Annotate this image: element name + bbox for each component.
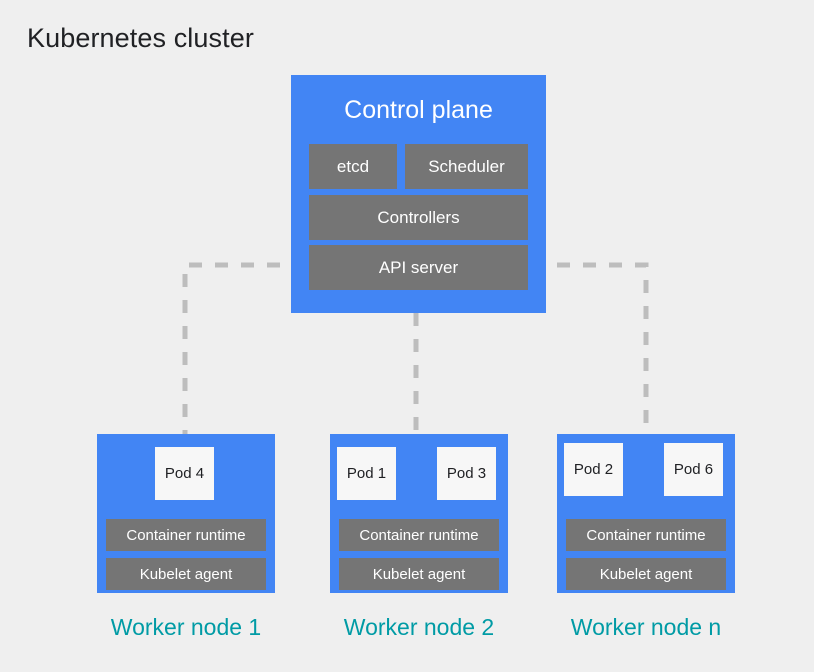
worker-node-2-label: Worker node 2: [343, 614, 495, 640]
connector-to-worker-n: [531, 262, 649, 434]
container-runtime-box[interactable]: Container runtime: [566, 519, 726, 551]
page-title: Kubernetes cluster: [27, 23, 254, 53]
control-plane-component-api-server[interactable]: API server: [309, 245, 528, 290]
worker-node-2-box[interactable]: Pod 1 Pod 3 Container runtime Kubelet ag…: [330, 434, 508, 593]
control-plane-component-scheduler[interactable]: Scheduler: [405, 144, 528, 189]
container-runtime-box[interactable]: Container runtime: [106, 519, 266, 551]
worker-node-1-label: Worker node 1: [110, 614, 262, 640]
control-plane-row-1: etcd Scheduler: [309, 144, 528, 189]
control-plane-row-2: Controllers: [309, 195, 528, 240]
pod-box[interactable]: Pod 3: [437, 447, 496, 500]
worker-node-n-box[interactable]: Pod 2 Pod 6 Container runtime Kubelet ag…: [557, 434, 735, 593]
kubelet-agent-box[interactable]: Kubelet agent: [339, 558, 499, 590]
pod-box[interactable]: Pod 4: [155, 447, 214, 500]
kubelet-agent-box[interactable]: Kubelet agent: [566, 558, 726, 590]
worker-node-1-box[interactable]: Pod 4 Container runtime Kubelet agent: [97, 434, 275, 593]
control-plane-component-controllers[interactable]: Controllers: [309, 195, 528, 240]
control-plane-component-etcd[interactable]: etcd: [309, 144, 397, 189]
pod-box[interactable]: Pod 2: [564, 443, 623, 496]
control-plane-title: Control plane: [344, 96, 493, 124]
control-plane-row-3: API server: [309, 245, 528, 290]
container-runtime-box[interactable]: Container runtime: [339, 519, 499, 551]
connector-to-worker-1: [182, 262, 306, 434]
control-plane-box[interactable]: Control plane etcd Scheduler Controllers…: [291, 75, 546, 313]
worker-node-n-label: Worker node n: [570, 614, 722, 640]
pod-box[interactable]: Pod 1: [337, 447, 396, 500]
kubelet-agent-box[interactable]: Kubelet agent: [106, 558, 266, 590]
pod-box[interactable]: Pod 6: [664, 443, 723, 496]
